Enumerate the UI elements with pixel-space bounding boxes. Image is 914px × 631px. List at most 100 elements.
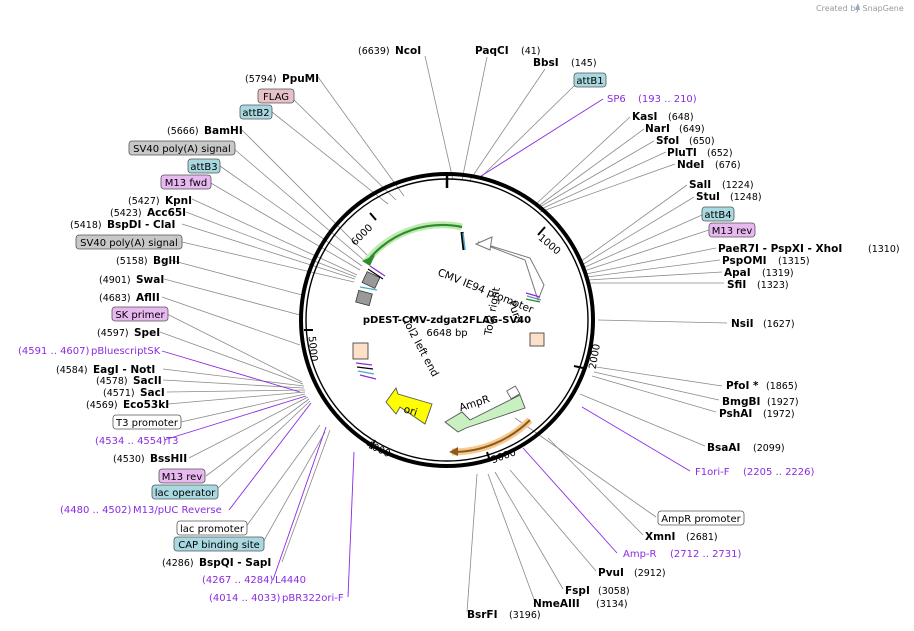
enzyme-name: PfoI * bbox=[726, 380, 759, 392]
feature-tag: attB3 bbox=[187, 158, 221, 174]
feature-tag: M13 rev bbox=[708, 222, 756, 238]
enzyme-pos: (4530) bbox=[113, 454, 145, 465]
tick-6000: 6000 bbox=[350, 222, 376, 248]
enzyme-pos: (2912) bbox=[634, 568, 666, 579]
enzyme-name: PaqCI bbox=[475, 45, 509, 57]
enzyme-pos: (2099) bbox=[753, 443, 785, 454]
primer-range: (4014 .. 4033) bbox=[209, 593, 281, 604]
feature-tag: attB2 bbox=[239, 104, 273, 120]
feature-tag: SK primer bbox=[111, 306, 169, 322]
enzyme-name: AflII bbox=[136, 292, 160, 304]
primer-range: (4480 .. 4502) bbox=[60, 505, 132, 516]
primer-range: (193 .. 210) bbox=[638, 94, 697, 105]
enzyme-name: SwaI bbox=[136, 274, 164, 286]
enzyme-pos: (648) bbox=[668, 112, 694, 123]
enzyme-pos: (1972) bbox=[763, 409, 795, 420]
ori-arrow bbox=[385, 387, 433, 425]
enzyme-name: SacI bbox=[140, 387, 165, 399]
enzyme-name: PluTI bbox=[667, 147, 697, 159]
enzyme-pos: (1315) bbox=[778, 256, 810, 267]
enzyme-pos: (5427) bbox=[128, 196, 160, 207]
enzyme-pos: (676) bbox=[715, 160, 741, 171]
primer-name: Amp-R bbox=[623, 549, 657, 560]
enzyme-pos: (2681) bbox=[686, 532, 718, 543]
primer-range: (4267 .. 4284) bbox=[202, 575, 274, 586]
enzyme-name: PaeR7I - PspXI - XhoI bbox=[718, 243, 842, 255]
enzyme-pos: (4286) bbox=[162, 558, 194, 569]
feature-tag: SV40 poly(A) signal bbox=[75, 234, 183, 250]
primer-range: (2712 .. 2731) bbox=[670, 549, 742, 560]
tol2-right-box bbox=[529, 332, 545, 347]
feature-tag: T3 promoter bbox=[112, 414, 182, 430]
enzyme-name: XmnI bbox=[645, 531, 675, 543]
enzyme-pos: (4901) bbox=[99, 275, 131, 286]
cmv-start-accent bbox=[462, 232, 466, 251]
enzyme-name: PshAI bbox=[719, 408, 752, 420]
green-feature-arrow bbox=[369, 223, 463, 259]
feature-tag: CAP binding site bbox=[173, 536, 265, 552]
primer-name: M13/pUC Reverse bbox=[133, 505, 222, 516]
enzyme-pos: (5158) bbox=[116, 256, 148, 267]
enzyme-name: KasI bbox=[632, 111, 657, 123]
tick-5000: 5000 bbox=[306, 336, 319, 362]
cmv-arrow-head-icon bbox=[474, 236, 493, 251]
enzyme-pos: (650) bbox=[689, 136, 715, 147]
enzyme-pos: (4597) bbox=[97, 328, 129, 339]
feature-tag: AmpR promoter bbox=[657, 510, 745, 526]
enzyme-name: PspOMI bbox=[722, 255, 767, 267]
primer-name: F1ori-F bbox=[695, 467, 730, 478]
feature-tag: lac operator bbox=[151, 484, 219, 500]
enzyme-pos: (41) bbox=[521, 46, 541, 57]
enzyme-pos: (1224) bbox=[722, 180, 754, 191]
feature-tag: lac promoter bbox=[176, 520, 248, 536]
feature-tag-label: SV40 poly(A) signal bbox=[133, 144, 231, 155]
enzyme-name: SfoI bbox=[656, 135, 679, 147]
enzyme-name: BspDI - ClaI bbox=[107, 219, 175, 231]
feature-tag-label: attB3 bbox=[190, 162, 217, 173]
enzyme-pos: (5794) bbox=[245, 74, 277, 85]
feature-tag-label: SK primer bbox=[115, 310, 165, 321]
enzyme-pos: (6639) bbox=[358, 46, 390, 57]
enzyme-name: BamHI bbox=[204, 125, 243, 137]
enzyme-name: Acc65I bbox=[147, 207, 186, 219]
ampr-promoter-box bbox=[506, 385, 521, 400]
feature-tag-label: T3 promoter bbox=[115, 418, 179, 429]
enzyme-name: SacII bbox=[133, 375, 162, 387]
enzyme-name: KpnI bbox=[165, 195, 192, 207]
enzyme-pos: (4571) bbox=[103, 388, 135, 399]
map-title: pDEST-CMV-zdgat2FLAG-SV40 bbox=[363, 315, 531, 326]
enzyme-pos: (1865) bbox=[766, 381, 798, 392]
enzyme-pos: (4683) bbox=[99, 293, 131, 304]
feature-tag-label: M13 rev bbox=[162, 472, 203, 483]
enzyme-pos: (1323) bbox=[757, 280, 789, 291]
ampr-arrow bbox=[444, 394, 526, 433]
primer-range: (4591 .. 4607) bbox=[18, 346, 90, 357]
green-arrow-head-icon bbox=[362, 255, 375, 266]
enzyme-name: BsaAI bbox=[707, 442, 740, 454]
enzyme-pos: (1248) bbox=[730, 192, 762, 203]
enzyme-pos: (4578) bbox=[96, 376, 128, 387]
feature-tag: attB1 bbox=[573, 72, 607, 88]
left-feature-blocks bbox=[352, 265, 386, 380]
enzyme-pos: (145) bbox=[571, 58, 597, 69]
enzyme-name: BssHII bbox=[150, 453, 187, 465]
enzyme-pos: (5418) bbox=[70, 220, 102, 231]
enzyme-pos: (652) bbox=[707, 148, 733, 159]
enzyme-name: NcoI bbox=[395, 45, 421, 57]
enzyme-name: NsiI bbox=[731, 318, 754, 330]
enzyme-pos: (1927) bbox=[767, 397, 799, 408]
primer-range: (4534 .. 4554) bbox=[95, 436, 167, 447]
feature-tag-label: attB4 bbox=[704, 210, 731, 221]
primer-range: (2205 .. 2226) bbox=[743, 467, 815, 478]
enzyme-pos: (3134) bbox=[596, 599, 628, 610]
enzyme-name: StuI bbox=[696, 191, 720, 203]
enzyme-pos: (3196) bbox=[509, 610, 541, 621]
feature-tag-label: CAP binding site bbox=[178, 540, 260, 551]
enzyme-name: PvuI bbox=[598, 567, 624, 579]
enzyme-name: SalI bbox=[689, 179, 711, 191]
feature-tag-label: M13 fwd bbox=[165, 178, 207, 189]
enzyme-pos: (3058) bbox=[598, 586, 630, 597]
enzyme-name: NarI bbox=[645, 123, 670, 135]
feature-tag-label: attB2 bbox=[242, 108, 269, 119]
